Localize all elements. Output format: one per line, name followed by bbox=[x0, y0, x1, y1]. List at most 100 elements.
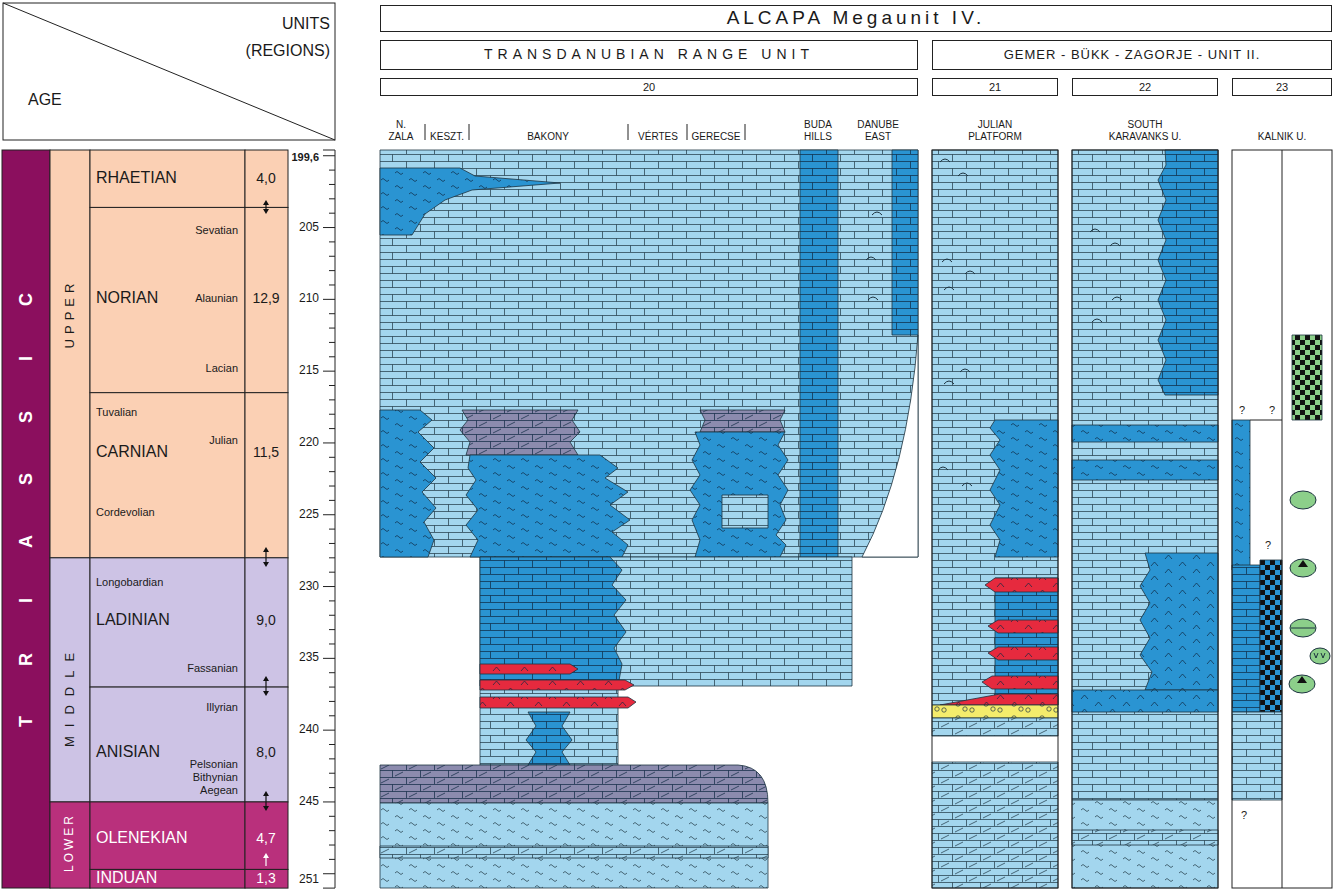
chart-art bbox=[263, 676, 269, 681]
chart-art bbox=[988, 620, 1058, 633]
chart-art bbox=[988, 647, 1058, 660]
chart-art bbox=[1289, 675, 1315, 693]
chart-art bbox=[329, 428, 335, 429]
unit-box: 23 bbox=[1232, 78, 1332, 96]
chart-art bbox=[263, 209, 269, 214]
scale-value: 220 bbox=[299, 436, 319, 450]
uncertain-mark: ? bbox=[1265, 539, 1271, 552]
chart-art bbox=[965, 271, 975, 274]
unit-name: 23 bbox=[1276, 81, 1288, 93]
chart-art bbox=[329, 256, 335, 257]
chart-art bbox=[245, 150, 288, 207]
chart-art bbox=[1291, 628, 1315, 629]
chart-art bbox=[1140, 553, 1218, 690]
chart-art bbox=[329, 572, 335, 573]
chart-art bbox=[329, 830, 335, 831]
chart-art bbox=[245, 558, 288, 687]
chart-art bbox=[50, 802, 90, 888]
chart-art bbox=[329, 787, 335, 788]
stage-name: RHAETIAN bbox=[96, 169, 177, 187]
substage-name: Julian bbox=[209, 434, 238, 447]
chart-art bbox=[868, 297, 878, 300]
chart-art bbox=[323, 227, 335, 228]
substage-name: Lacian bbox=[206, 362, 238, 375]
column-name: VÉRTES bbox=[638, 131, 678, 143]
chart-art bbox=[380, 765, 768, 803]
chart-art bbox=[960, 369, 970, 372]
epoch-name: MIDDLE bbox=[63, 644, 78, 756]
chart-art bbox=[722, 495, 768, 528]
chart-art bbox=[932, 718, 1058, 736]
chart-art bbox=[263, 200, 269, 205]
chart-art bbox=[1072, 150, 1218, 888]
scale-value: 245 bbox=[299, 795, 319, 809]
chart-art bbox=[480, 557, 852, 686]
chart-art bbox=[380, 410, 436, 557]
chart-art bbox=[866, 257, 876, 260]
chart-art bbox=[263, 200, 269, 214]
column-name: JULIAN PLATFORM bbox=[955, 119, 1035, 142]
chart-art bbox=[329, 284, 335, 285]
substage-name: Illyrian bbox=[206, 701, 238, 714]
chart-art bbox=[1289, 675, 1315, 693]
chart-art bbox=[329, 342, 335, 343]
chart-art bbox=[263, 547, 269, 552]
chart-art bbox=[480, 697, 636, 708]
chart-art bbox=[90, 150, 245, 207]
scale-value: 215 bbox=[299, 364, 319, 378]
chart-art bbox=[329, 859, 335, 860]
chart-art bbox=[380, 150, 1322, 888]
chart-art bbox=[982, 676, 1058, 689]
chart-art bbox=[329, 198, 335, 199]
chart-art bbox=[329, 643, 335, 644]
substage-name: Bithynian bbox=[193, 771, 238, 784]
scale-value: 230 bbox=[299, 580, 319, 594]
stage-name: CARNIAN bbox=[96, 443, 168, 461]
chart-art bbox=[1072, 150, 1218, 800]
substage-name: Longobardian bbox=[96, 576, 163, 589]
chart-art bbox=[265, 794, 266, 808]
chart-art bbox=[245, 207, 288, 392]
chart-art bbox=[90, 687, 245, 802]
unit-box: 20 bbox=[380, 78, 918, 96]
chart-art bbox=[329, 845, 335, 846]
unit-box: TRANSDANUBIAN RANGE UNIT bbox=[380, 40, 918, 70]
chart-art bbox=[265, 550, 266, 564]
stage-name: NORIAN bbox=[96, 289, 158, 307]
chart-art bbox=[1290, 559, 1316, 577]
chart-art bbox=[1250, 420, 1282, 421]
substage-name: Tuvalian bbox=[96, 406, 137, 419]
chart-art bbox=[329, 170, 335, 171]
chart-art bbox=[323, 730, 335, 731]
chart-art bbox=[323, 155, 335, 156]
chart-art bbox=[323, 299, 335, 300]
chart-art bbox=[245, 802, 288, 869]
chart-art bbox=[862, 335, 918, 557]
chart-art bbox=[329, 414, 335, 415]
chart-art bbox=[932, 150, 1058, 705]
chart-art bbox=[329, 356, 335, 357]
chart-art bbox=[1289, 491, 1330, 693]
substage-name: Aegean bbox=[200, 784, 238, 797]
chart-art bbox=[329, 758, 335, 759]
chart-art bbox=[263, 791, 269, 811]
chart-art bbox=[323, 371, 335, 372]
chart-art bbox=[1314, 653, 1325, 658]
column-name: BAKONY bbox=[527, 131, 569, 143]
chart-art bbox=[323, 658, 335, 659]
chart-art bbox=[1297, 676, 1307, 683]
scale-value: 205 bbox=[299, 221, 319, 235]
chart-art bbox=[265, 679, 266, 693]
chart-art bbox=[329, 385, 335, 386]
chart-art bbox=[526, 712, 572, 765]
chart-art bbox=[329, 270, 335, 271]
chart-art bbox=[380, 150, 918, 557]
chart-art bbox=[329, 328, 335, 329]
scale-value: 251 bbox=[299, 873, 319, 887]
substage-name: Pelsonian bbox=[190, 758, 238, 771]
duration-value: 1,3 bbox=[256, 870, 275, 886]
duration-value: 9,0 bbox=[256, 612, 275, 628]
chart-art bbox=[90, 207, 245, 392]
chart-art bbox=[892, 150, 918, 335]
chart-art bbox=[263, 691, 269, 696]
